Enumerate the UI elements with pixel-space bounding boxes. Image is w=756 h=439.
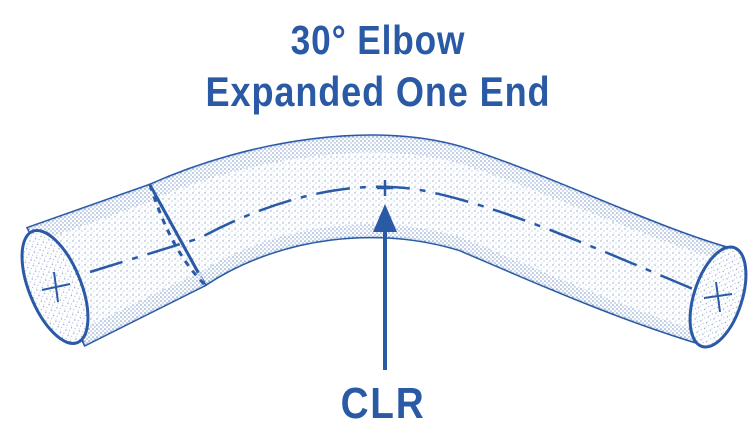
pipe-body bbox=[147, 134, 737, 347]
centerline bbox=[89, 185, 701, 294]
title-line-2: Expanded One End bbox=[205, 68, 551, 115]
title-line-1: 30° Elbow bbox=[290, 17, 466, 63]
right-pipe-opening bbox=[688, 245, 748, 349]
clr-label: CLR bbox=[340, 379, 426, 428]
centerline-crosshair bbox=[377, 180, 393, 196]
clr-arrow bbox=[373, 204, 397, 370]
left-pipe-opening bbox=[20, 229, 90, 345]
diagram-title: 30° Elbow Expanded One End bbox=[0, 14, 756, 118]
